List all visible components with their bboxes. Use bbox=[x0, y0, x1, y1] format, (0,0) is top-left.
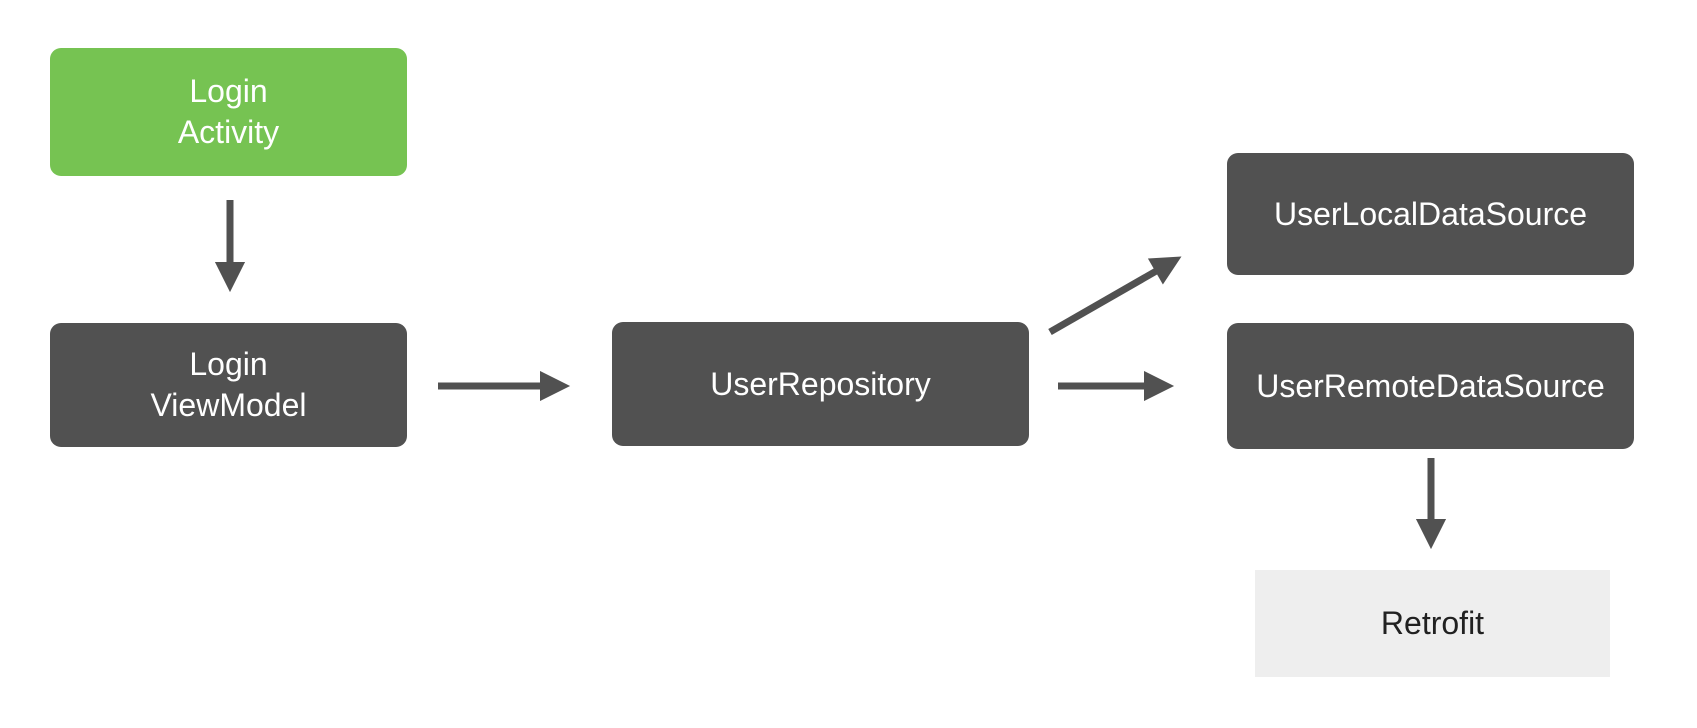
node-login-viewmodel: Login ViewModel bbox=[50, 323, 407, 447]
node-login-viewmodel-label: Login ViewModel bbox=[150, 346, 307, 423]
node-login-activity: Login Activity bbox=[50, 48, 407, 176]
node-user-local-data-source-label: UserLocalDataSource bbox=[1273, 195, 1588, 232]
node-retrofit-label: Retrofit bbox=[1380, 605, 1485, 641]
node-user-remote-data-source-label: UserRemoteDataSource bbox=[1256, 367, 1605, 404]
node-user-remote-data-source: UserRemoteDataSource bbox=[1227, 323, 1634, 449]
node-login-activity-label: Login Activity bbox=[177, 73, 280, 150]
arrow-userrepository-to-userlocaldatasource bbox=[1048, 256, 1182, 336]
node-user-repository: UserRepository bbox=[612, 322, 1029, 446]
node-retrofit: Retrofit bbox=[1255, 570, 1610, 677]
node-user-local-data-source: UserLocalDataSource bbox=[1227, 153, 1634, 275]
node-user-repository-label: UserRepository bbox=[710, 365, 931, 402]
